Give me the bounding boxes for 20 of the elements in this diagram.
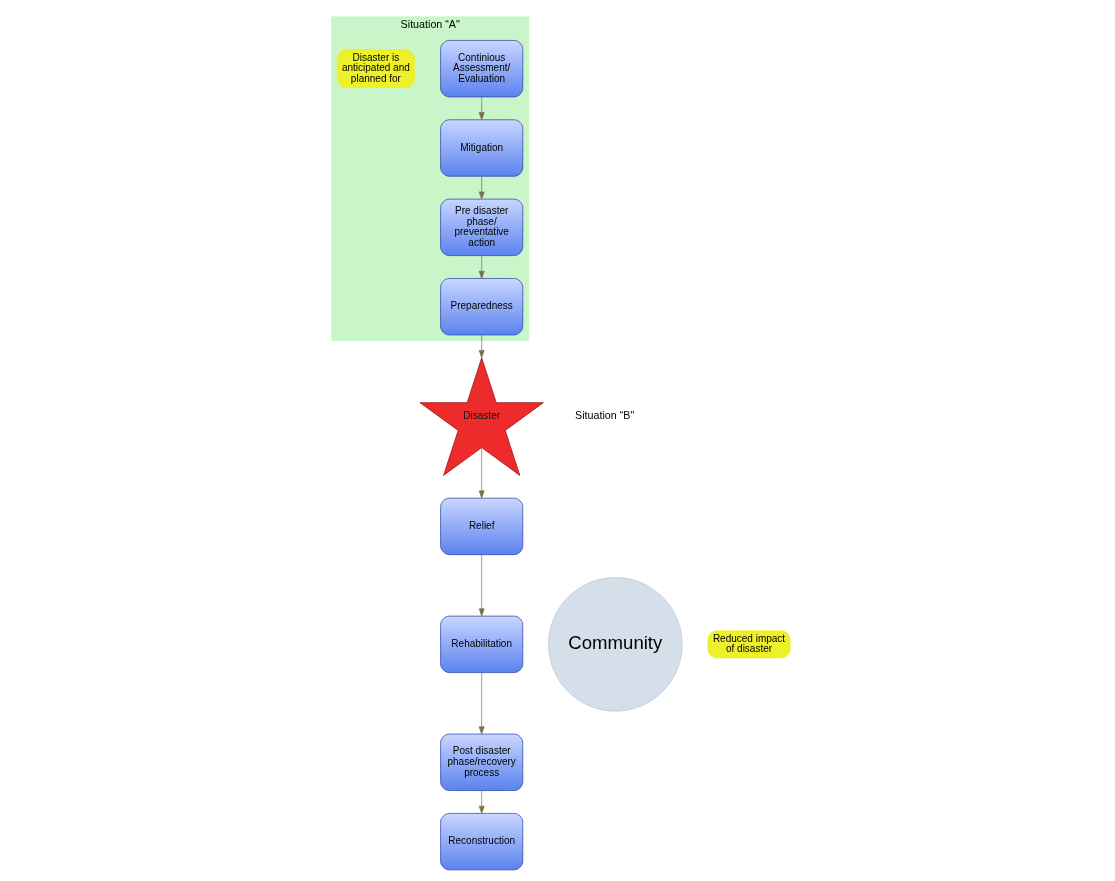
arrow (478, 96, 485, 121)
label: Situation “B" (574, 409, 634, 422)
node-box: Continious Assessment/ Evaluation (439, 40, 523, 98)
arrow (478, 554, 485, 617)
node-box: Pre disaster phase/ preventative action (439, 198, 523, 256)
node-box: Rehabilitation (439, 615, 523, 673)
arrow (478, 255, 485, 279)
arrow (478, 447, 485, 499)
node-box: Preparedness (439, 278, 523, 336)
node-box: Post disaster phase/recovery process (439, 733, 523, 791)
node-box: Relief (439, 497, 523, 555)
arrow (478, 176, 485, 200)
arrow (478, 334, 485, 358)
node-circle: Community (547, 577, 683, 712)
arrow (478, 672, 485, 735)
node-box: Reduced impact of disaster (707, 630, 790, 659)
node-box: Mitigation (439, 119, 523, 177)
node-box: Disaster is anticipated and planned for (336, 49, 415, 88)
arrow (478, 790, 485, 814)
node-box: Reconstruction (439, 813, 523, 871)
